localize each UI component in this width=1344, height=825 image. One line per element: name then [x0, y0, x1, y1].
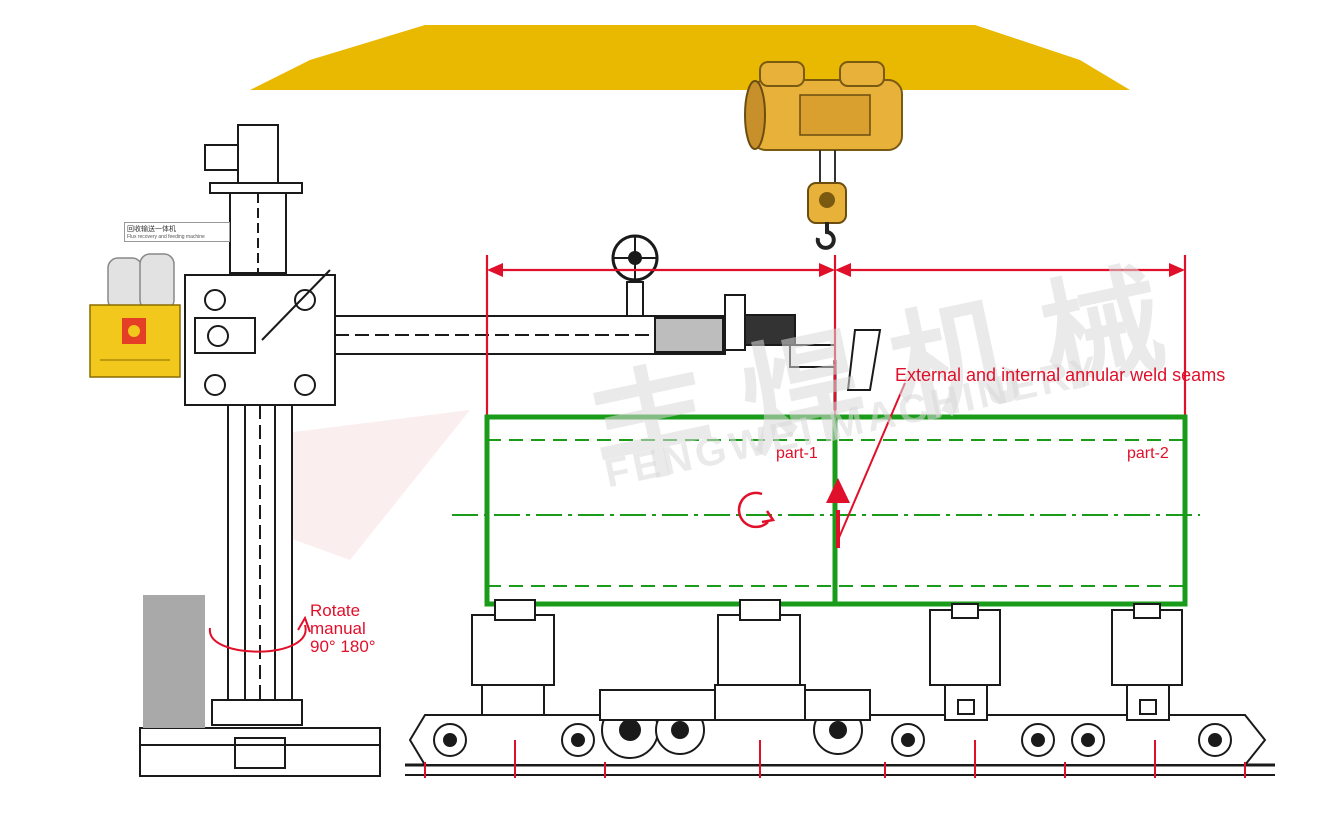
- gray-pedestal: [143, 595, 205, 728]
- rotate-label: Rotate manual 90° 180°: [310, 602, 376, 656]
- dimension-lines: [485, 255, 1187, 415]
- overhead-crane-beam: [250, 25, 1130, 90]
- weld-seam-marker: [826, 382, 906, 548]
- part-2-label: part-2: [1127, 445, 1169, 462]
- column-boom-manipulator: [139, 124, 882, 777]
- rotate-label-line2: manual: [310, 619, 366, 638]
- control-box-caption-en: Flux recovery and feeding machine: [127, 234, 205, 240]
- control-box-caption-cn: 回收输送一体机: [127, 226, 176, 233]
- rotate-label-line3: 90° 180°: [310, 637, 376, 656]
- rotate-label-line1: Rotate: [310, 601, 361, 620]
- control-box: [89, 304, 181, 378]
- weld-seams-label: External and internal annular weld seams: [895, 365, 1226, 385]
- control-box-caption: 回收输送一体机 Flux recovery and feeding machin…: [124, 222, 230, 242]
- electric-hoist: [744, 61, 903, 250]
- part-1-label: part-1: [776, 445, 818, 462]
- flux-recovery-tanks: [107, 253, 175, 311]
- pipe-rotation-arrow: [737, 491, 776, 529]
- column-rotation-arrow: [208, 615, 311, 653]
- roller-bed-rotators: [405, 599, 1275, 776]
- pipe-workpiece: [452, 414, 1200, 607]
- rail-tick-marks: [424, 740, 1246, 778]
